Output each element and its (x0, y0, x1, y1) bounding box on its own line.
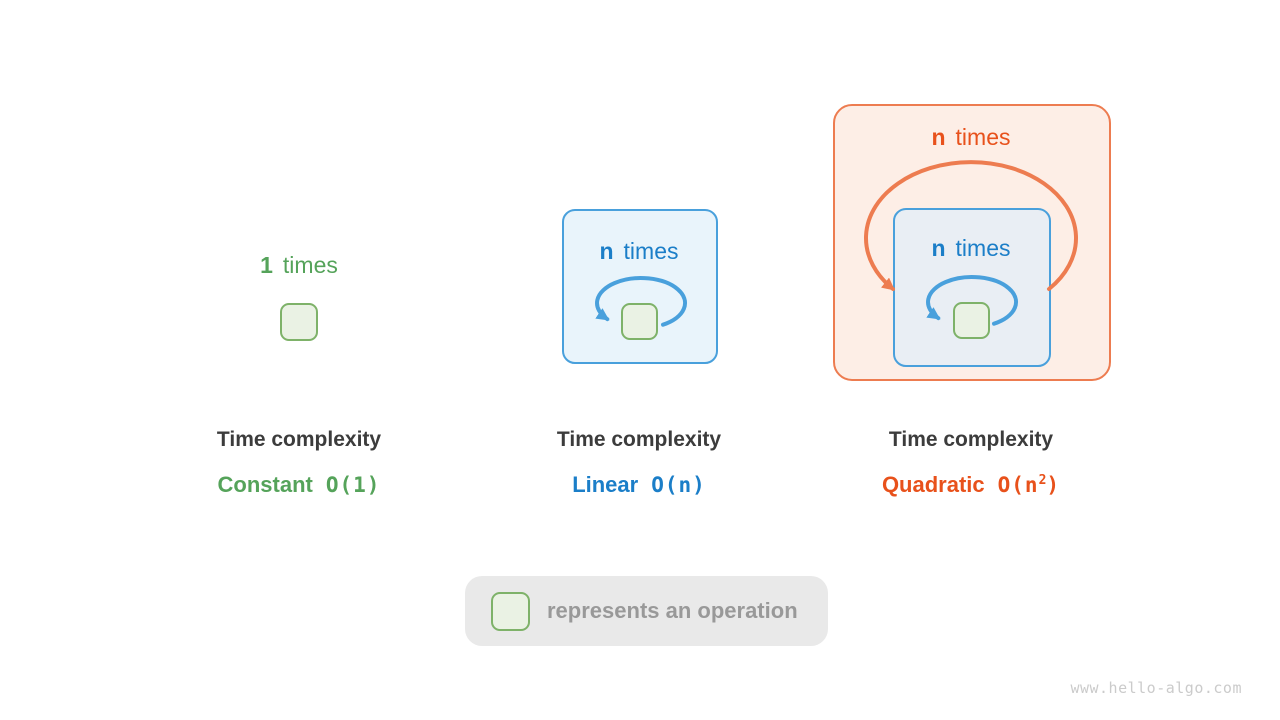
linear-complexity-label: Linear O(n) (489, 472, 789, 498)
legend: represents an operation (465, 576, 828, 646)
quadratic-inner-loop-frame (893, 208, 1051, 367)
operation-box (621, 303, 658, 340)
quadratic-inner-times-word: times (955, 235, 1011, 261)
operation-box (491, 591, 530, 631)
operation-box (953, 302, 990, 339)
linear-times-word: times (623, 238, 679, 264)
linear-complexity-notation: O(n) (651, 473, 706, 497)
constant-times-count: 1 (260, 252, 273, 278)
watermark: www.hello-algo.com (1070, 679, 1242, 697)
linear-complexity-name: Linear (572, 472, 639, 497)
quadratic-complexity-name: Quadratic (881, 472, 985, 497)
constant-times-word: times (282, 252, 338, 278)
quadratic-complexity-label: Quadratic O(n2) (821, 472, 1121, 498)
constant-complexity-label: Constant O(1) (149, 472, 449, 498)
constant-complexity-name: Constant (217, 472, 313, 497)
quadratic-outer-times-word: times (955, 124, 1011, 150)
linear-caption-title: Time complexity (556, 428, 722, 451)
quadratic-caption-title: Time complexity (888, 428, 1054, 451)
legend-label: represents an operation (547, 598, 798, 623)
linear-loop-frame (562, 209, 718, 364)
quadratic-inner-times-count: n (931, 235, 946, 261)
constant-times-label: 1 times (199, 252, 399, 278)
quadratic-complexity-notation: O(n2) (997, 473, 1061, 497)
constant-complexity-notation: O(1) (325, 473, 381, 497)
constant-caption-title: Time complexity (216, 428, 382, 451)
linear-times-count: n (599, 238, 614, 264)
quadratic-outer-times-count: n (931, 124, 946, 150)
operation-box (280, 303, 318, 341)
